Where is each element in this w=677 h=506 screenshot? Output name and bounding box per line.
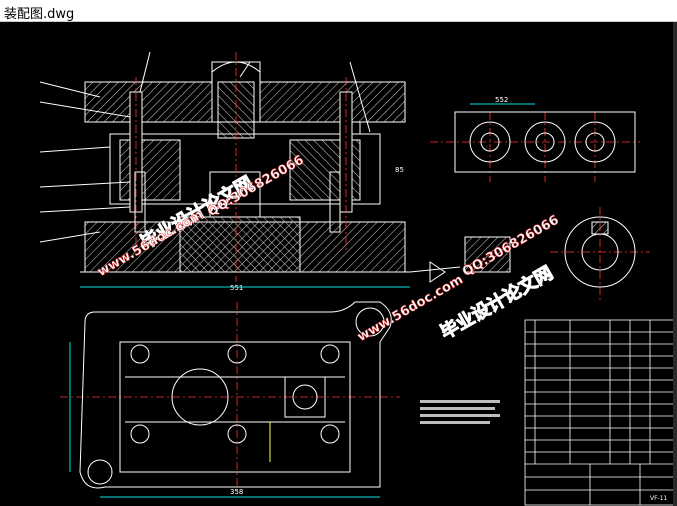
- title-bar: 装配图.dwg: [0, 0, 677, 22]
- tech-notes: [420, 400, 500, 424]
- strip-width-label: 552: [495, 96, 508, 104]
- strip-layout-view: [454, 103, 636, 173]
- drawing-canvas[interactable]: 552: [0, 22, 677, 506]
- title-block: [524, 319, 676, 506]
- vertical-scrollbar[interactable]: [673, 22, 677, 506]
- base-width-label: 358: [230, 488, 243, 496]
- front-width-label: 551: [230, 284, 243, 292]
- plan-view: [69, 301, 392, 498]
- part-detail-view: [409, 216, 636, 288]
- cad-drawing: 552: [39, 51, 676, 506]
- window-title: 装配图.dwg: [4, 7, 75, 22]
- center-lines: [60, 52, 650, 492]
- front-height-label: 85: [395, 166, 404, 174]
- front-section-view: [39, 51, 410, 288]
- drawing-number: VF-11: [650, 495, 668, 502]
